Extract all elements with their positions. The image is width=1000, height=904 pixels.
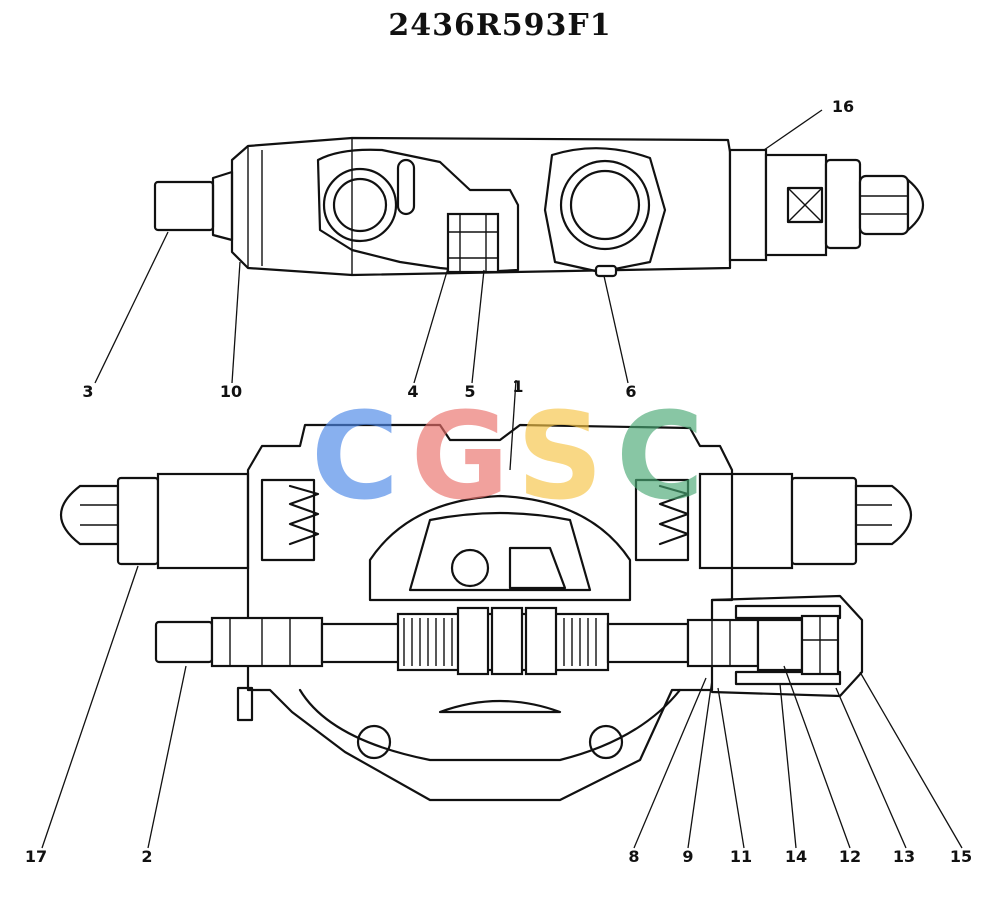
part-label-2: 2 [141,847,152,866]
part-label-15: 15 [950,847,972,866]
part-label-3: 3 [82,382,93,401]
watermark-letter: C [311,388,399,527]
leader-lines [41,109,963,849]
section-view [59,423,913,802]
part-label-1: 1 [512,377,523,396]
watermark-letter: G [411,388,510,527]
part-label-13: 13 [893,847,915,866]
part-labels: 16 3 10 4 5 6 1 17 2 8 9 11 14 12 13 15 [25,97,972,866]
top-view [153,136,924,278]
part-label-8: 8 [628,847,639,866]
part-label-16: 16 [832,97,854,116]
part-label-12: 12 [839,847,861,866]
part-label-17: 17 [25,847,47,866]
part-label-9: 9 [682,847,693,866]
part-label-14: 14 [785,847,807,866]
watermark-letter: C [616,388,704,527]
watermark-letter: S [517,388,603,527]
part-label-5: 5 [464,382,475,401]
part-label-6: 6 [625,382,636,401]
part-label-10: 10 [220,382,242,401]
drawing-title: 2436R593F1 [388,8,612,43]
part-label-11: 11 [730,847,752,866]
part-label-4: 4 [407,382,418,401]
